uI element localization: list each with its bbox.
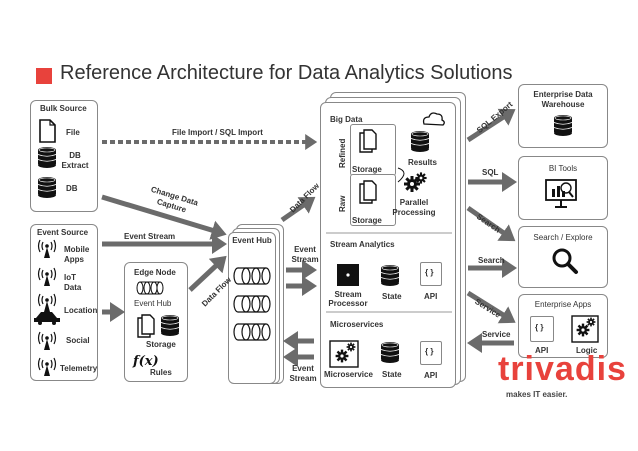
event-hub-disk-icon	[233, 295, 271, 313]
apps-heading: Enterprise Apps	[534, 300, 592, 309]
refined-storage-label: Storage	[352, 165, 382, 174]
bi-heading: BI Tools	[548, 164, 578, 173]
social-label: Social	[66, 336, 90, 345]
event-hub-disk-icon	[233, 267, 271, 285]
search-diag-arrow	[466, 205, 516, 242]
service-label: Service	[482, 330, 511, 339]
microservice-label: Microservice	[324, 370, 373, 379]
database-icon	[380, 341, 400, 364]
hub-bigdata-arrow	[280, 196, 316, 223]
magnifier-icon	[552, 248, 578, 274]
cloud-icon	[422, 112, 445, 126]
micro-api-label: API	[424, 371, 438, 380]
apps-api-label: API	[535, 346, 549, 355]
database-icon	[160, 314, 180, 337]
processing-loop	[397, 167, 405, 183]
iot-data-label: IoT Data	[64, 273, 82, 292]
sql-label: SQL	[482, 168, 499, 177]
event-source-box	[30, 224, 98, 381]
edge-event-hub-label: Event Hub	[134, 299, 172, 308]
antenna-icon	[37, 239, 57, 259]
change-capture-arrow	[101, 194, 227, 240]
event-hub-disk-icon	[136, 281, 164, 295]
title-marker	[36, 68, 52, 84]
car-icon	[34, 312, 60, 325]
apps-api-glyph: { }	[535, 323, 544, 332]
stream-processor-icon	[337, 264, 359, 286]
event-source-heading: Event Source	[37, 228, 89, 237]
database-icon	[380, 264, 400, 287]
database-icon	[37, 176, 57, 199]
antenna-icon	[37, 357, 57, 377]
sql-export-arrow	[466, 108, 516, 143]
edge-rules-label: Rules	[150, 368, 172, 377]
antenna-icon	[37, 293, 57, 313]
location-label: Location	[64, 306, 98, 315]
database-icon	[37, 146, 57, 169]
service-diag-arrow	[466, 290, 516, 324]
file-icon	[39, 119, 56, 143]
stream-processor-label: Stream Processor	[328, 290, 368, 308]
stream-api-box	[420, 262, 442, 286]
file-import-label: File Import / SQL Import	[172, 128, 263, 137]
bulk-file-label: File	[66, 128, 80, 137]
bulk-source-heading: Bulk Source	[40, 104, 87, 113]
search-box	[518, 226, 608, 288]
big-data-heading: Big Data	[330, 115, 363, 124]
bulk-db-label: DB	[66, 184, 78, 193]
brand-logo: trivadis	[498, 350, 627, 388]
telemetry-label: Telemetry	[60, 364, 98, 373]
edge-node-heading: Edge Node	[134, 268, 176, 277]
stream-api-glyph: { }	[425, 268, 434, 277]
raw-label: Raw	[338, 195, 347, 212]
parallel-processing-label: Parallel Processing	[392, 198, 436, 217]
raw-storage-label: Storage	[352, 216, 382, 225]
apps-api-box	[530, 316, 554, 342]
search-label: Search	[478, 256, 505, 265]
stream-analytics-heading: Stream Analytics	[330, 240, 395, 249]
brand-tagline: makes IT easier.	[506, 390, 568, 399]
file-icon	[137, 314, 155, 338]
gear-icon	[404, 172, 427, 192]
bulk-db-extract-label: DB Extract	[61, 151, 89, 170]
results-label: Results	[408, 158, 437, 167]
antenna-icon	[37, 267, 57, 287]
function-icon: f(x)	[132, 354, 159, 369]
edw-heading: Enterprise Data Warehouse	[533, 90, 593, 109]
database-icon	[553, 114, 573, 137]
edge-hub-arrow	[188, 255, 227, 292]
file-icon	[359, 129, 377, 153]
apps-logic-label: Logic	[576, 346, 598, 355]
search-heading: Search / Explore	[533, 233, 593, 242]
edge-storage-label: Storage	[146, 340, 176, 349]
logic-icon	[571, 315, 599, 343]
microservices-heading: Microservices	[330, 320, 384, 329]
refined-label: Refined	[338, 138, 347, 168]
micro-state-label: State	[382, 370, 402, 379]
event-stream-out-label: Event Stream	[289, 364, 317, 383]
antenna-icon	[37, 331, 57, 351]
event-hub-heading: Event Hub	[232, 236, 272, 245]
event-hub-disk-icon	[233, 323, 271, 341]
microservice-icon	[329, 340, 359, 368]
svg-text:f(x): f(x)	[132, 354, 159, 369]
page-title: Reference Architecture for Data Analytic…	[60, 62, 513, 84]
stream-api-label: API	[424, 292, 438, 301]
chart-monitor-icon	[545, 179, 577, 208]
stream-state-label: State	[382, 292, 402, 301]
micro-api-box	[420, 341, 442, 365]
file-icon	[359, 180, 377, 204]
mobile-apps-label: Mobile Apps	[64, 245, 90, 264]
event-stream-in-label: Event Stream	[291, 245, 319, 264]
micro-api-glyph: { }	[425, 347, 434, 356]
event-stream-label: Event Stream	[124, 232, 176, 241]
database-icon	[410, 130, 430, 153]
